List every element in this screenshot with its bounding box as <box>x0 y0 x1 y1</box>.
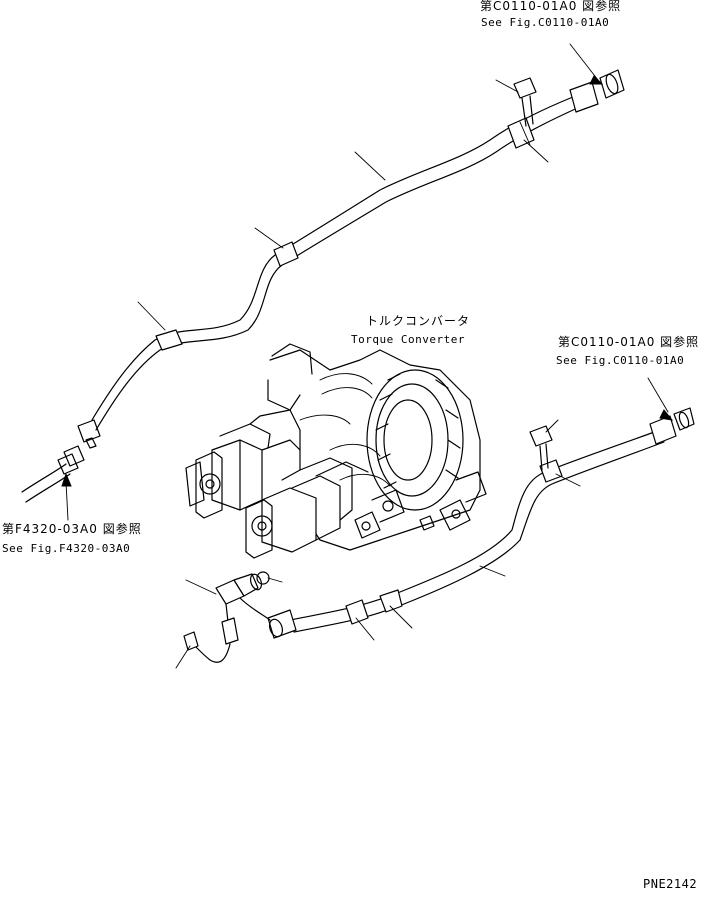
lower-hose <box>183 407 695 663</box>
ref-mid-right-jp: 第C0110-01A0 図参照 <box>558 335 700 349</box>
drawing-number: PNE2142 <box>643 877 698 891</box>
torque-converter-label-jp: トルクコンバータ <box>366 314 471 328</box>
ref-top-right-en: See Fig.C0110-01A0 <box>481 16 610 29</box>
upper-hose <box>21 69 625 503</box>
ref-left-en: See Fig.F4320-03A0 <box>2 542 131 555</box>
torque-converter <box>185 343 487 559</box>
ref-top-right-jp: 第C0110-01A0 図参照 <box>480 0 622 13</box>
lower-leaders <box>175 377 674 669</box>
upper-leaders <box>61 43 604 521</box>
ref-left-jp: 第F4320-03A0 図参照 <box>2 522 142 536</box>
torque-converter-label-en: Torque Converter <box>351 333 465 346</box>
ref-mid-right-en: See Fig.C0110-01A0 <box>556 354 685 367</box>
